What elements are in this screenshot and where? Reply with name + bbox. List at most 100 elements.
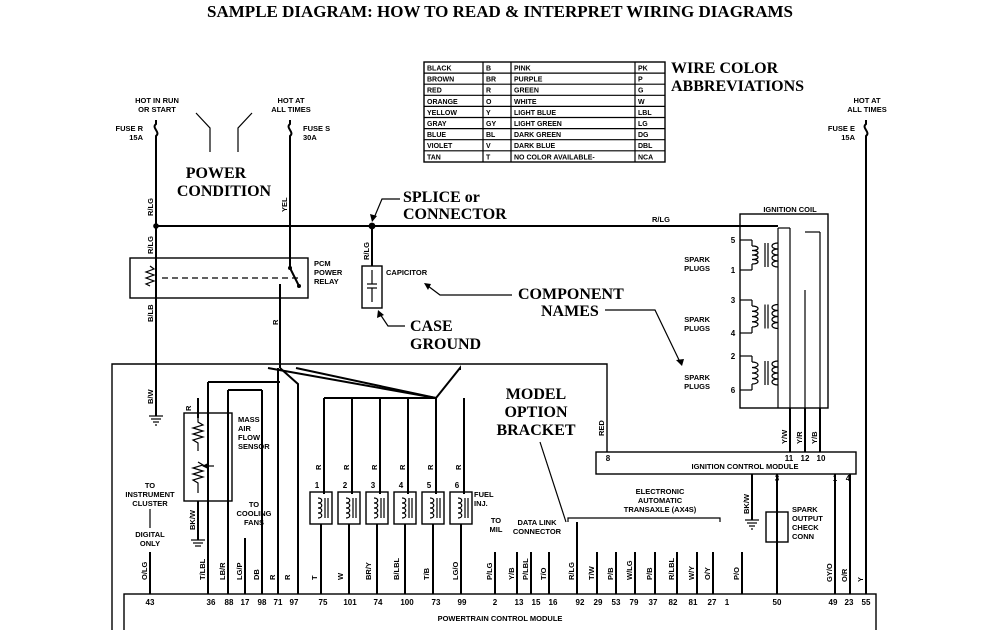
component-names-callout-1: COMPONENT — [518, 286, 624, 303]
power-condition-callout-1: POWER — [186, 165, 247, 182]
pcm-wire-label: R/LBL — [667, 558, 676, 580]
pcm-pin-number: 13 — [515, 598, 524, 607]
color-table-cell: O — [486, 99, 492, 106]
color-table-cell: BROWN — [427, 77, 454, 84]
pcm-wire-label: T/W — [587, 565, 596, 580]
color-table-cell: RED — [427, 88, 442, 95]
wire-label-y-w: Y/W — [780, 429, 789, 444]
power-condition-callout-2: CONDITION — [177, 183, 272, 200]
pcm-pin-number: 74 — [374, 598, 383, 607]
injector-wire-label: R — [426, 464, 435, 470]
instrument-label-3: CLUSTER — [132, 499, 168, 508]
splice-callout-1: SPLICE or — [403, 189, 480, 206]
color-table-cell: DG — [638, 132, 649, 139]
pcm-pin-number: 101 — [343, 598, 357, 607]
model-option-callout-1: MODEL — [506, 386, 566, 403]
transaxle-label-3: TRANSAXLE (AX4S) — [624, 505, 697, 514]
color-table-cell: Y — [486, 110, 491, 117]
fuel-injector — [337, 491, 361, 525]
color-table-cell: BLUE — [427, 132, 446, 139]
pcm-wire-label: R — [268, 574, 277, 580]
pcm-relay-label-1: PCM — [314, 259, 331, 268]
pcm-pin-number: 55 — [862, 598, 871, 607]
maf-label-2: AIR — [238, 424, 252, 433]
cooling-fans-label-3: FANS — [244, 518, 264, 527]
pcm-pin-number: 71 — [274, 598, 283, 607]
spark-output-label-4: CONN — [792, 532, 814, 541]
pcm-wire-label: W/LG — [625, 560, 634, 580]
pcm-pin-number: 97 — [290, 598, 299, 607]
icm-label: IGNITION CONTROL MODULE — [692, 462, 799, 471]
injector-number: 6 — [455, 481, 460, 490]
fuel-inj-label-2: INJ. — [474, 499, 488, 508]
injector-wire-label: R — [370, 464, 379, 470]
injector-number: 5 — [427, 481, 432, 490]
hot-all-left-label-1: HOT AT — [277, 96, 304, 105]
color-table-cell: B — [486, 66, 491, 73]
transaxle-label-2: AUTOMATIC — [638, 496, 683, 505]
wire-label-red: RED — [597, 420, 606, 436]
cooling-fans-label-2: COOLING — [237, 509, 272, 518]
wire-color-title-1: WIRE COLOR — [671, 60, 779, 77]
coil-number: 4 — [731, 329, 736, 338]
pcm-pin-number: 75 — [319, 598, 328, 607]
capacitor — [361, 265, 383, 309]
spark-output-label-2: OUTPUT — [792, 514, 823, 523]
pcm-wire-label: P/LBL — [521, 558, 530, 580]
coil-number: 5 — [731, 236, 736, 245]
page-title: SAMPLE DIAGRAM: HOW TO READ & INTERPRET … — [207, 2, 793, 21]
pcm-pin-number: 92 — [576, 598, 585, 607]
fuel-injector — [393, 491, 417, 525]
pcm-pin-number: 37 — [649, 598, 658, 607]
pcm-pin-number: 43 — [146, 598, 155, 607]
pcm-wire-label: R/LG — [567, 562, 576, 580]
pcm-wire-label: O/LG — [140, 562, 149, 580]
pcm-wire-label: P/LG — [485, 562, 494, 580]
color-table-cell: W — [638, 99, 645, 106]
spark-plugs-label-2b: PLUGS — [684, 324, 710, 333]
transaxle-label-1: ELECTRONIC — [636, 487, 685, 496]
wire-label-r-lg-1: R/LG — [146, 198, 155, 216]
ignition-control-module — [595, 451, 857, 475]
color-table-cell: BL — [486, 132, 496, 139]
color-table-cell: LIGHT GREEN — [514, 121, 562, 128]
maf-label-1: MASS — [238, 415, 260, 424]
coil-number: 1 — [731, 266, 736, 275]
fuel-injector — [421, 491, 445, 525]
injector-number: 4 — [399, 481, 404, 490]
ground-symbol — [149, 415, 163, 426]
pcm-wire-label: LG/P — [235, 562, 244, 580]
injector-number: 3 — [371, 481, 376, 490]
fuse-r-label-1: FUSE R — [115, 124, 143, 133]
fuse-e-symbol — [863, 120, 869, 140]
pcm-wire-label: O/Y — [703, 567, 712, 580]
to-mil-label-1: TO — [491, 516, 501, 525]
wire-label-b-w: B/W — [146, 389, 155, 405]
color-table-cell: LIGHT BLUE — [514, 110, 556, 117]
wire-label-r-lg-4: R/LG — [652, 215, 670, 224]
pcm-wire-label: P/B — [645, 567, 654, 580]
pcm-pin-number: 81 — [689, 598, 698, 607]
instrument-label-2: INSTRUMENT — [125, 490, 175, 499]
spark-output-label-1: SPARK — [792, 505, 818, 514]
maf-label-3: FLOW — [238, 433, 261, 442]
injector-wire-label: R — [314, 464, 323, 470]
injector-wire-label: R — [454, 464, 463, 470]
color-table-cell: DBL — [638, 143, 653, 150]
injector-number: 1 — [315, 481, 320, 490]
pcm-wire-label: P/O — [732, 567, 741, 580]
digital-only-label-1: DIGITAL — [135, 530, 165, 539]
injector-number: 2 — [343, 481, 348, 490]
pcm-pin-number: 27 — [708, 598, 717, 607]
pcm-pin-number: 15 — [532, 598, 541, 607]
wire-label-r-lg-2: R/LG — [146, 236, 155, 254]
pcm-pin-number: 16 — [549, 598, 558, 607]
color-table-cell: V — [486, 143, 491, 150]
injector-wire-label: R — [398, 464, 407, 470]
fuse-s-label-2: 30A — [303, 133, 317, 142]
case-ground-callout-1: CASE — [410, 318, 453, 335]
color-table-cell: PK — [638, 66, 648, 73]
maf-label-4: SENSOR — [238, 442, 270, 451]
color-table-cell: LBL — [638, 110, 652, 117]
color-table-cell: PINK — [514, 66, 531, 73]
